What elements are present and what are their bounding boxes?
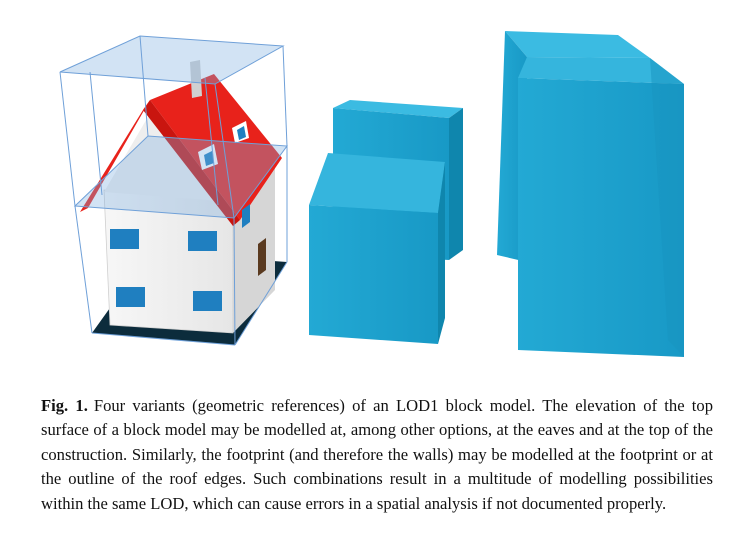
house-window-4 xyxy=(193,291,222,311)
house-dormer-window-2 xyxy=(237,126,246,140)
house-door xyxy=(258,238,266,276)
house-chimney xyxy=(190,60,202,98)
house-window-3 xyxy=(116,287,145,307)
tall-block-front-side xyxy=(650,58,684,357)
top-plane xyxy=(59,35,285,85)
figure-label: Fig. 1. xyxy=(41,396,88,415)
tall-block-front-face xyxy=(518,78,684,357)
house-window-2 xyxy=(188,231,217,251)
figure-illustration xyxy=(59,31,684,357)
low-block-front-side xyxy=(438,162,445,344)
low-block-front-face xyxy=(309,205,438,344)
house-roof xyxy=(150,74,282,220)
figure-caption-text: Four variants (geometric references) of … xyxy=(41,396,713,513)
low-block-front-top xyxy=(309,153,445,213)
house-window-1 xyxy=(110,229,139,249)
wireframe-box xyxy=(59,35,288,346)
house-model xyxy=(59,35,288,346)
house-dormer-window-1 xyxy=(204,151,214,166)
house-side-window xyxy=(242,204,250,228)
house-roof-front-edge xyxy=(143,100,240,226)
low-block-back-top xyxy=(333,100,463,118)
tall-blocks xyxy=(497,31,684,357)
figure-caption: Fig. 1.Four variants (geometric referenc… xyxy=(41,394,713,516)
low-blocks xyxy=(309,100,463,344)
low-block-back-side xyxy=(449,108,463,260)
tall-block-front-top xyxy=(518,57,684,84)
tall-block-back-top xyxy=(505,31,650,58)
